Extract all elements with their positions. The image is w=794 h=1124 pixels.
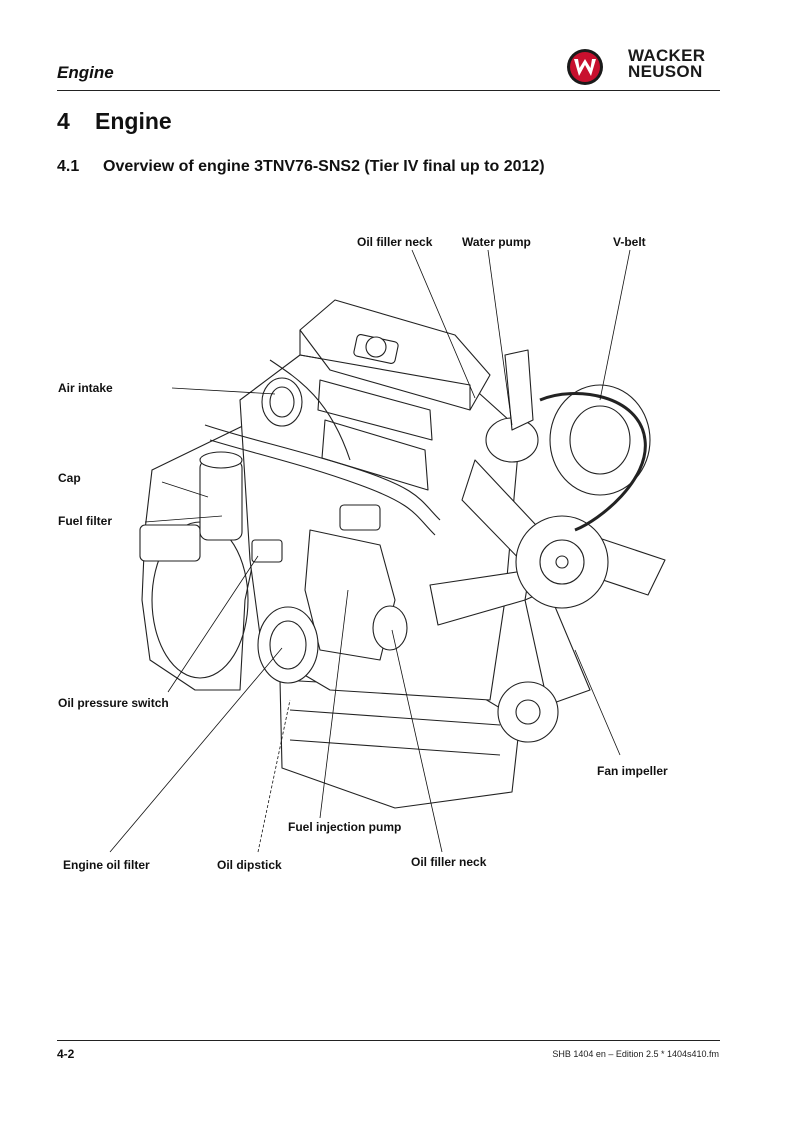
label-oil-pressure-switch: Oil pressure switch <box>58 696 169 710</box>
label-oil-dipstick: Oil dipstick <box>217 858 282 872</box>
leader-fuel-filter <box>144 515 223 523</box>
footer-divider <box>57 1040 720 1041</box>
wacker-neuson-logo-icon <box>567 49 603 85</box>
running-header-title: Engine <box>57 63 114 82</box>
brand-logo: WACKER NEUSON <box>566 47 722 87</box>
chapter-number: 4 <box>57 108 70 134</box>
leader-oil-filler-top <box>411 249 476 399</box>
label-water-pump: Water pump <box>462 235 531 249</box>
leader-cap <box>161 481 209 498</box>
alternator <box>549 384 651 496</box>
crank-pulley <box>497 681 559 743</box>
leader-oil-pressure-switch <box>167 555 259 693</box>
label-air-intake: Air intake <box>58 381 113 395</box>
leader-oil-dipstick <box>257 699 291 853</box>
oil-filter-part <box>257 606 319 684</box>
brand-wordmark: WACKER NEUSON <box>628 46 706 81</box>
header-divider <box>57 90 720 91</box>
leader-fuel-injection-pump <box>319 589 349 819</box>
chapter-title: Engine <box>95 108 172 134</box>
leader-air-intake <box>171 387 276 395</box>
section-title: Overview of engine 3TNV76-SNS2 (Tier IV … <box>103 158 545 175</box>
document-reference: SHB 1404 en – Edition 2.5 * 1404s410.fm <box>552 1049 719 1059</box>
v-belt-part <box>539 392 647 532</box>
section-heading: 4.1 Overview of engine 3TNV76-SNS2 (Tier … <box>57 158 545 176</box>
oil-filler-cap <box>365 336 387 358</box>
chapter-heading: 4 Engine <box>57 108 172 135</box>
oil-pressure-switch-part <box>251 539 283 563</box>
lower-oil-filler <box>372 605 408 651</box>
label-cap: Cap <box>58 471 81 485</box>
fuel-filter-part <box>199 459 243 541</box>
label-oil-filler-neck-bottom: Oil filler neck <box>411 855 487 869</box>
air-intake-part <box>261 377 303 427</box>
label-fuel-filter: Fuel filter <box>58 514 113 528</box>
leader-engine-oil-filter <box>109 647 283 853</box>
mount-bracket <box>139 524 201 562</box>
label-fuel-injection-pump: Fuel injection pump <box>288 820 402 834</box>
leader-fan-impeller <box>574 649 621 756</box>
leader-v-belt <box>599 249 631 401</box>
label-fan-impeller: Fan impeller <box>597 764 668 778</box>
leader-oil-filler-bottom <box>391 629 443 853</box>
label-v-belt: V-belt <box>613 235 646 249</box>
leader-water-pump <box>487 249 513 426</box>
page-number: 4-2 <box>57 1047 75 1061</box>
label-engine-oil-filter: Engine oil filter <box>63 858 150 872</box>
fuel-filter-cap <box>199 451 243 469</box>
section-number: 4.1 <box>57 158 80 175</box>
label-oil-filler-neck-top: Oil filler neck <box>357 235 433 249</box>
